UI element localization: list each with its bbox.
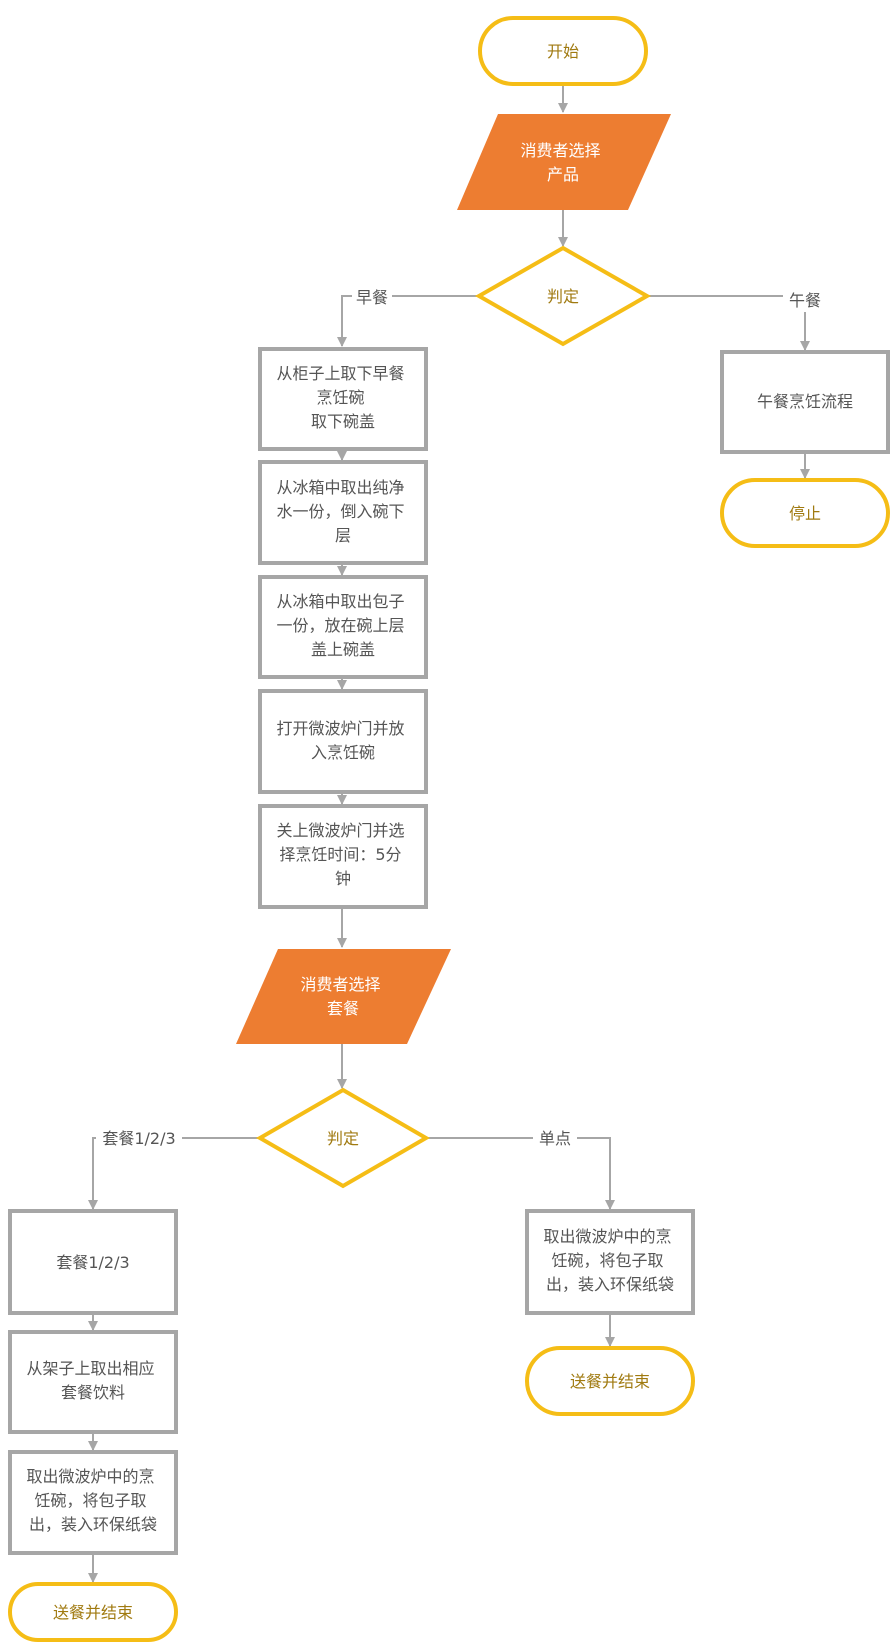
process-b5-label: 关上微波炉门并选 择烹饪时间：5分 钟 (276, 821, 409, 888)
end-right-terminal: 送餐并结束 (525, 1346, 695, 1416)
process-b3-label: 从冰箱中取出包子 一份，放在碗上层 盖上碗盖 (276, 592, 409, 659)
end-left-terminal: 送餐并结束 (8, 1582, 178, 1642)
process-b5: 关上微波炉门并选 择烹饪时间：5分 钟 (258, 804, 428, 909)
process-takeout-right: 取出微波炉中的烹 饪碗，将包子取 出，装入环保纸袋 (525, 1209, 695, 1315)
edge-labels: 早餐 午餐 套餐1/2/3 单点 (96, 286, 827, 1149)
select-product-label: 消费者选择 产品 (520, 141, 605, 184)
start-terminal: 开始 (478, 16, 648, 86)
start-label: 开始 (547, 42, 579, 61)
process-set: 套餐1/2/3 (8, 1209, 178, 1315)
edge-label-breakfast: 早餐 (356, 288, 388, 307)
process-b1: 从柜子上取下早餐 烹饪碗 取下碗盖 (258, 347, 428, 451)
stop-terminal: 停止 (720, 478, 890, 548)
decision-2-label: 判定 (327, 1129, 359, 1148)
process-lunch-label: 午餐烹饪流程 (757, 392, 853, 411)
edge-label-single: 单点 (539, 1129, 571, 1148)
process-b4: 打开微波炉门并放 入烹饪碗 (258, 689, 428, 794)
decision-2: 判定 (256, 1087, 430, 1189)
connectors (88, 86, 810, 1583)
stop-label: 停止 (789, 504, 821, 523)
process-b2-label: 从冰箱中取出纯净 水一份，倒入碗下 层 (276, 478, 409, 545)
edge-label-lunch: 午餐 (789, 291, 821, 310)
select-set-io: 消费者选择 套餐 (236, 949, 451, 1044)
end-left-label: 送餐并结束 (53, 1603, 133, 1622)
arrow-decide-to-breakfast (337, 295, 477, 347)
select-set-label: 消费者选择 套餐 (300, 975, 385, 1018)
edge-label-set: 套餐1/2/3 (102, 1129, 175, 1148)
process-lunch: 午餐烹饪流程 (720, 350, 890, 454)
process-set-label: 套餐1/2/3 (56, 1253, 129, 1272)
process-takeout-left: 取出微波炉中的烹 饪碗，将包子取 出，装入环保纸袋 (8, 1450, 178, 1555)
decision-1-label: 判定 (547, 287, 579, 306)
arrow-decide-to-lunch (647, 295, 810, 351)
process-takeout-right-label: 取出微波炉中的烹 饪碗，将包子取 出，装入环保纸袋 (543, 1227, 676, 1294)
process-b4-label: 打开微波炉门并放 入烹饪碗 (276, 719, 409, 762)
arrow-decide-to-single (428, 1137, 615, 1210)
process-takeout-left-label: 取出微波炉中的烹 饪碗，将包子取 出，装入环保纸袋 (26, 1467, 159, 1534)
process-b2: 从冰箱中取出纯净 水一份，倒入碗下 层 (258, 460, 428, 565)
process-b1-label: 从柜子上取下早餐 烹饪碗 取下碗盖 (276, 364, 409, 431)
process-drink-label: 从架子上取出相应 套餐饮料 (26, 1359, 159, 1402)
end-right-label: 送餐并结束 (570, 1372, 650, 1391)
process-b3: 从冰箱中取出包子 一份，放在碗上层 盖上碗盖 (258, 575, 428, 679)
arrow-decide-to-set (88, 1137, 260, 1210)
select-product-io: 消费者选择 产品 (457, 114, 671, 210)
decision-1: 判定 (474, 245, 652, 347)
process-drink: 从架子上取出相应 套餐饮料 (8, 1330, 178, 1434)
